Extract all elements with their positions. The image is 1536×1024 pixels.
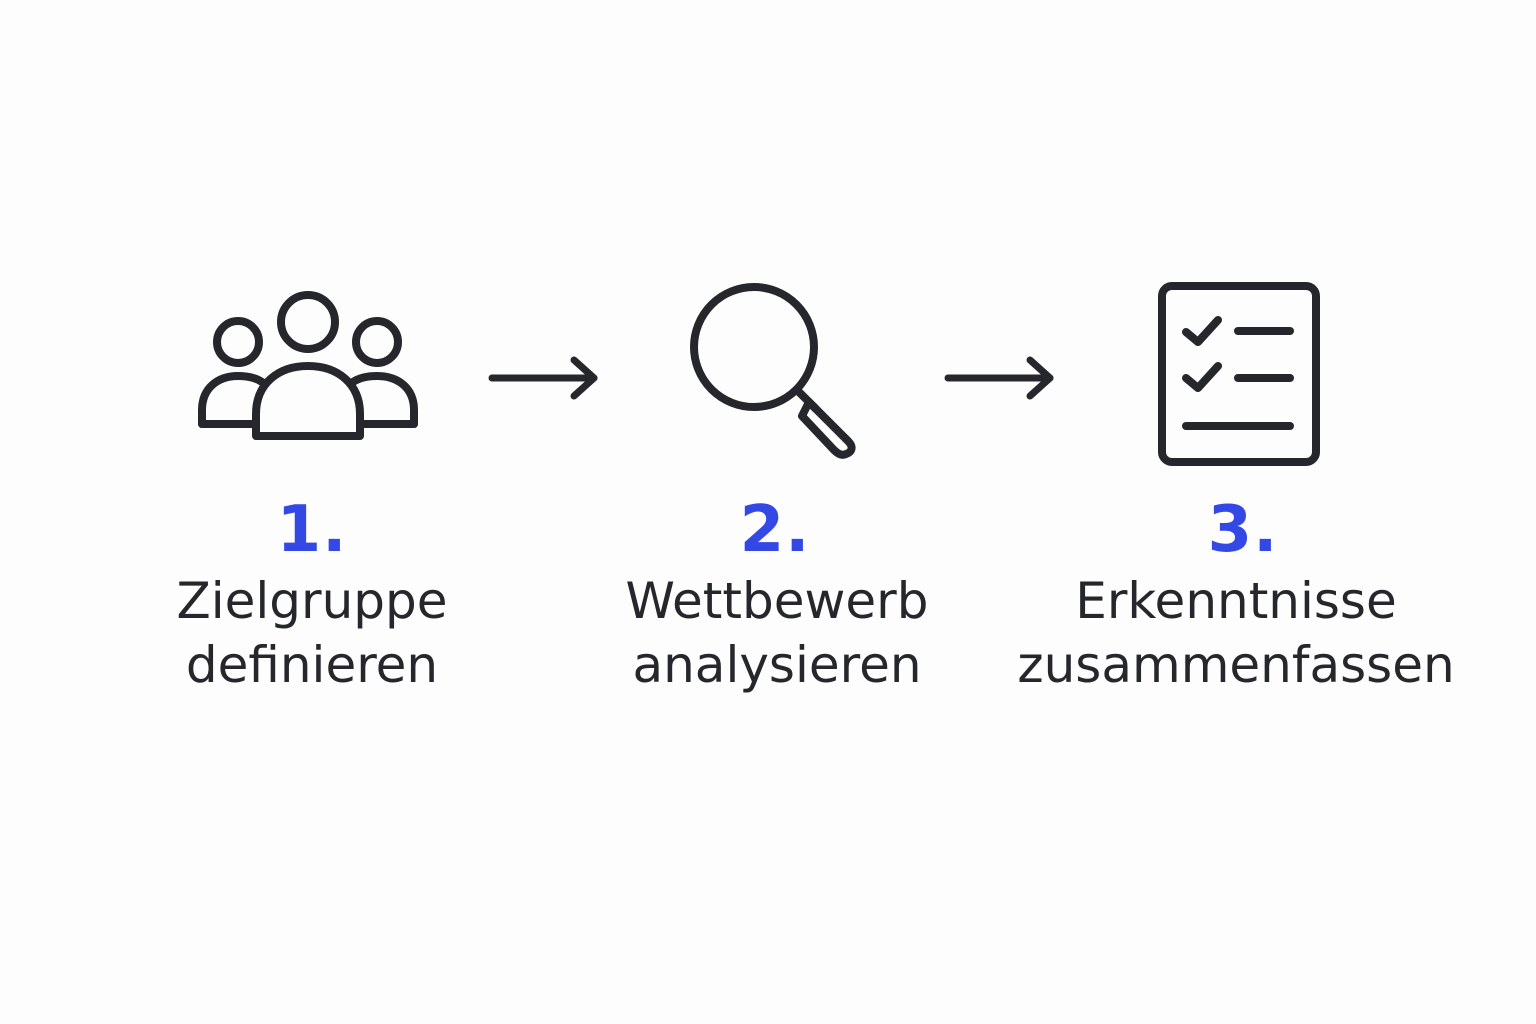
- step-label-1-line1: Zielgruppe: [176, 572, 448, 630]
- step-number-3: 3.: [1207, 493, 1279, 567]
- checklist-icon: [1158, 282, 1320, 466]
- step-label-2: Wettbewerb analysieren: [517, 569, 1037, 697]
- step-label-3-line1: Erkenntnisse: [1075, 572, 1397, 630]
- step-label-3-line2: zusammenfassen: [1017, 636, 1455, 694]
- arrow-right-icon: [944, 356, 1054, 400]
- step-number-2: 2.: [739, 493, 811, 567]
- step-label-1-line2: definieren: [185, 636, 439, 694]
- step-label-3: Erkenntnisse zusammenfassen: [976, 569, 1496, 697]
- step-number-1: 1.: [276, 493, 348, 567]
- magnifier-icon: [690, 283, 856, 459]
- users-group-icon: [198, 291, 418, 440]
- step-label-2-line1: Wettbewerb: [625, 572, 929, 630]
- step-label-2-line2: analysieren: [632, 636, 922, 694]
- step-label-1: Zielgruppe definieren: [52, 569, 572, 697]
- arrow-right-icon: [488, 356, 598, 400]
